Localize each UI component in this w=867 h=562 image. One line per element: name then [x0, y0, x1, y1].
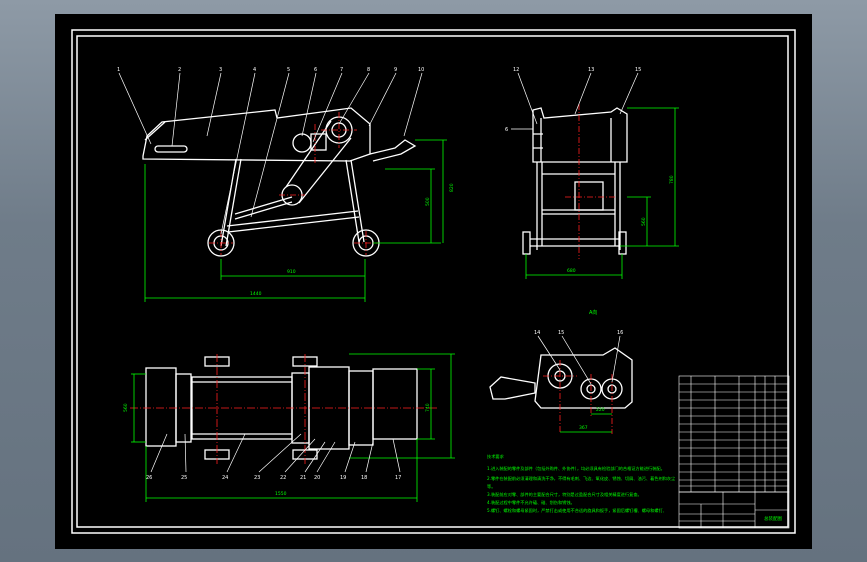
top-dim-length: 1550: [275, 491, 287, 497]
side-dim-height-b: 780: [669, 175, 675, 184]
frame-crossbar: [226, 210, 360, 233]
top-callout-leaders: [150, 433, 401, 473]
top-callout-25: 25: [181, 475, 187, 481]
front-callout-9: 9: [394, 67, 397, 73]
detail-spout: [489, 376, 536, 400]
top-callout-17: 17: [395, 475, 401, 481]
technical-notes: 技术要求 1.进入装配的零件及部件（包括外购件、外协件），均必须具有检验部门的合…: [487, 453, 675, 514]
frame-brace: [234, 196, 293, 220]
side-callout-13: 13: [588, 67, 594, 73]
title-block: [678, 491, 790, 529]
top-callout-21: 21: [300, 475, 306, 481]
title-block-drawing-title: 总装配图: [764, 515, 782, 522]
parts-list: [678, 375, 790, 493]
drawing-canvas: 1440 910 500 820 1 2 3: [71, 29, 796, 534]
top-bed-rails: [192, 381, 292, 435]
top-dim-width-b: 560: [123, 403, 129, 412]
top-centerlines: [130, 354, 437, 464]
top-callout-24: 24: [222, 475, 228, 481]
front-callout-1: 1: [117, 67, 120, 73]
side-hopper: [532, 107, 628, 163]
detail-view-title: A向: [589, 309, 597, 316]
side-callout-6: 6: [505, 127, 508, 133]
notes-line-3: 等。: [487, 483, 495, 489]
detail-view: [489, 347, 633, 409]
side-hopper-ribs: [533, 118, 612, 162]
dim-overall-length: 1440: [250, 291, 262, 297]
front-callout-2: 2: [178, 67, 181, 73]
top-callout-23: 23: [254, 475, 260, 481]
side-callout-leaders: [511, 72, 639, 130]
detail-callout-leaders: [537, 335, 621, 385]
side-centerlines: [565, 104, 615, 259]
front-callout-leaders: [118, 72, 423, 235]
side-view: [522, 107, 628, 255]
side-motor: [574, 181, 604, 211]
front-view: [142, 107, 417, 257]
top-callout-20: 20: [314, 475, 320, 481]
top-discharge: [372, 368, 418, 440]
notes-line-1: 1.进入装配的零件及部件（包括外购件、外协件），均必须具有检验部门的合格证方能进…: [487, 465, 665, 472]
detail-callout-16: 16: [617, 330, 623, 336]
detail-callout-14: 14: [534, 330, 540, 336]
front-wheel-left: [207, 229, 235, 257]
detail-dimensions: [560, 413, 612, 433]
top-callout-22: 22: [280, 475, 286, 481]
notes-heading: 技术要求: [487, 453, 505, 460]
front-callout-7: 7: [340, 67, 343, 73]
detail-housing: [534, 347, 633, 409]
v-belt: [285, 120, 352, 204]
dim-wheelbase: 910: [287, 269, 296, 275]
detail-callout-15: 15: [558, 330, 564, 336]
notes-line-2: 2.零件在装配前必须清理和清洗干净，不得有毛刺、飞边、氧化皮、锈蚀、切屑、油污、…: [487, 475, 675, 482]
inner-border: [76, 35, 789, 528]
top-callout-19: 19: [340, 475, 346, 481]
notes-line-6: 5.螺钉、螺栓和螺母紧固时，严禁打击或使用不合适的旋具和扳手，紧固后螺钉槽、螺母…: [487, 507, 667, 514]
discharge-spout: [369, 139, 417, 162]
front-callout-6: 6: [314, 67, 317, 73]
drawing-sheet[interactable]: 1440 910 500 820 1 2 3: [55, 14, 812, 549]
front-callout-4: 4: [253, 67, 256, 73]
front-view-dimensions: [144, 139, 447, 302]
front-leg-right: [345, 159, 365, 243]
front-callout-8: 8: [367, 67, 370, 73]
side-wheel-right: [618, 231, 627, 255]
top-callout-18: 18: [361, 475, 367, 481]
bearing-block: [310, 133, 327, 151]
notes-line-5: 4.装配过程中零件不允许磕、碰、划伤和锈蚀。: [487, 499, 575, 506]
hopper-outline: [142, 107, 371, 162]
side-dim-height-a: 560: [641, 217, 647, 226]
front-callout-3: 3: [219, 67, 222, 73]
side-callout-15: 15: [635, 67, 641, 73]
side-dim-width: 680: [567, 268, 576, 274]
top-dimensions: [131, 353, 455, 502]
side-axle: [530, 238, 619, 247]
outer-border: [71, 29, 796, 534]
side-wheel-left: [522, 231, 531, 255]
side-callout-12: 12: [513, 67, 519, 73]
detail-dim-span-a: 367: [579, 425, 588, 431]
detail-centerlines: [543, 360, 613, 434]
front-view-centerlines: [209, 112, 378, 255]
front-callout-5: 5: [287, 67, 290, 73]
blade-slot: [154, 145, 188, 153]
front-callout-10: 10: [418, 67, 424, 73]
notes-line-4: 3.装配前应对零、部件的主要配合尺寸，特别是过盈配合尺寸及相关精度进行复查。: [487, 491, 642, 498]
side-legs: [536, 162, 621, 250]
detail-dim-span-b: 220: [596, 407, 605, 413]
front-leg-left: [220, 158, 242, 247]
dim-height-a: 500: [425, 197, 431, 206]
top-dim-width-a: 740: [425, 403, 431, 412]
top-view: [145, 356, 418, 460]
top-callout-26: 26: [146, 475, 152, 481]
top-hopper-end: [145, 367, 177, 447]
hopper-edge: [144, 121, 166, 141]
side-crossbars: [542, 173, 615, 215]
side-dimensions: [525, 107, 679, 279]
pulley-small: [292, 133, 312, 153]
dim-height-b: 820: [449, 183, 455, 192]
